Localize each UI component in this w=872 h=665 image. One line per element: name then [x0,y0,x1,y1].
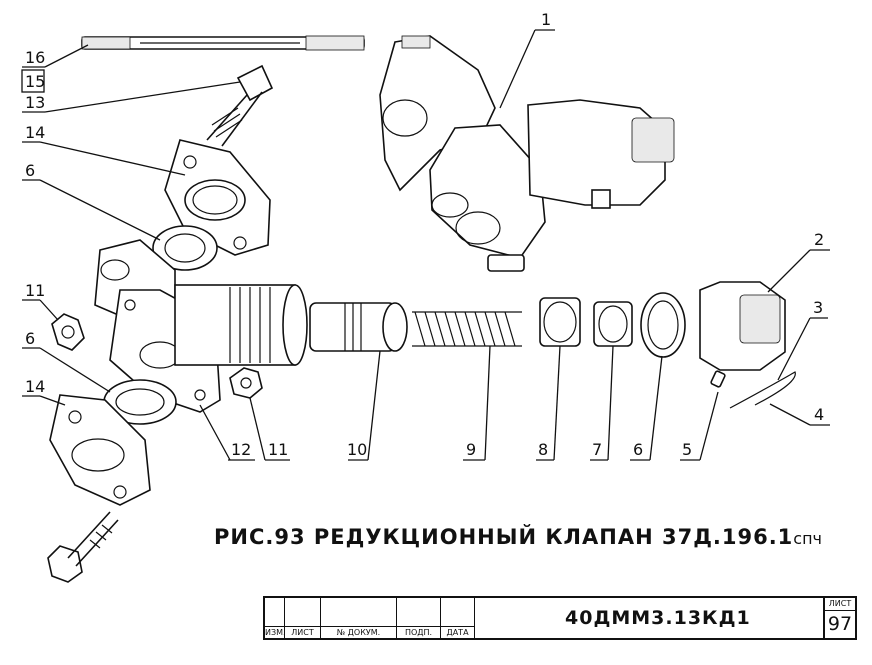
callout-label: 2 [814,230,824,249]
callout-label: 5 [682,440,692,459]
callout-label: 16 [25,48,45,67]
spring [412,311,522,347]
callout-label: 15 [25,72,45,91]
caption-suffix: спч [793,529,823,548]
tb-col-sign: ПОДП. [397,598,441,638]
washer-6 [640,292,686,358]
cap [699,281,786,371]
pipe-tube [81,35,365,51]
callout-label: 12 [231,440,251,459]
ring-7 [593,301,633,347]
callout-label: 13 [25,93,45,112]
sheet-label: ЛИСТ [825,598,855,611]
nut-left [51,313,85,351]
callout-label: 9 [466,440,476,459]
bolt-top [206,64,274,147]
callout-label: 1 [541,10,551,29]
callout-label: 6 [25,329,35,348]
sheet-number: 97 [827,613,853,635]
tb-col-date: ДАТА [441,598,475,638]
leader-lines [21,29,830,461]
callout-label: 4 [814,405,824,424]
cotter-pin [710,370,796,409]
sleeve [309,302,408,352]
callout-label: 7 [592,440,602,459]
tb-header-sign: ПОДП. [397,626,440,638]
callout-label: 3 [813,298,823,317]
title-block: ИЗМ. ЛИСТ № ДОКУМ. ПОДП. ДАТА 40ДММ3.13К… [263,596,857,640]
tb-col-doc: № ДОКУМ. [321,598,397,638]
document-code: 40ДММ3.13КД1 [565,607,751,629]
tb-col-izm: ИЗМ. [265,598,286,638]
gasket-left [103,379,177,425]
callout-label: 10 [347,440,367,459]
callout-label: 6 [25,161,35,180]
flange-bottom [49,394,151,506]
callout-label: 11 [268,440,288,459]
tb-header-date: ДАТА [441,626,474,638]
gasket-top [152,225,218,271]
figure-caption: РИС.93 РЕДУКЦИОННЫЙ КЛАПАН 37Д.196.1спч [214,525,822,549]
tb-header-doc: № ДОКУМ. [321,626,396,638]
tb-header-list: ЛИСТ [285,626,320,638]
callout-label: 8 [538,440,548,459]
valve-assembly [379,35,675,272]
ring-8 [539,297,581,347]
bolt-bottom [47,511,119,583]
callout-label: 14 [25,377,45,396]
sheet-box: ЛИСТ 97 [823,598,855,638]
caption-main: РИС.93 РЕДУКЦИОННЫЙ КЛАПАН 37Д.196.1 [214,525,794,549]
callout-label: 14 [25,123,45,142]
nut-right [229,367,263,399]
callout-label: 11 [25,281,45,300]
tb-header-izm: ИЗМ. [265,626,286,637]
tb-col-list: ЛИСТ [285,598,321,638]
callout-label: 6 [633,440,643,459]
callout-labels: 1 2 3 4 5 6 7 8 9 10 11 11 12 13 14 14 1… [25,10,824,459]
